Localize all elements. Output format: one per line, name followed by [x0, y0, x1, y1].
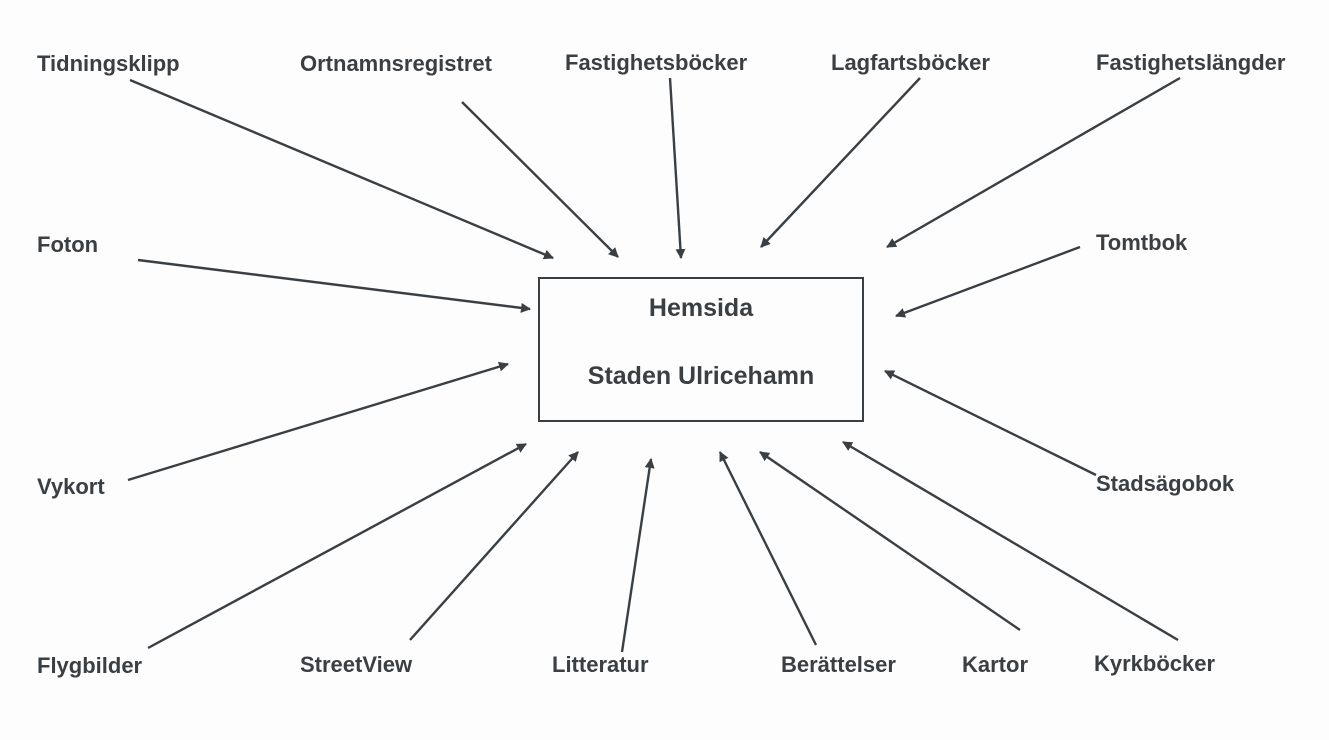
- arrow-litteratur: [620, 458, 655, 653]
- source-label-litteratur: Litteratur: [552, 652, 649, 677]
- arrow-streetview: [409, 451, 579, 641]
- center-subtitle: Staden Ulricehamn: [587, 362, 815, 390]
- arrow-kyrkbocker: [842, 440, 1179, 642]
- source-label-vykort: Vykort: [37, 474, 105, 499]
- arrow-kartor: [759, 451, 1021, 631]
- source-label-fastighetslangder: Fastighetslängder: [1096, 50, 1286, 75]
- arrow-tidningsklipp: [129, 78, 554, 260]
- source-label-tidningsklipp: Tidningsklipp: [37, 51, 180, 76]
- arrow-ortnamnsregistret: [461, 101, 619, 258]
- source-label-tomtbok: Tomtbok: [1096, 230, 1188, 255]
- arrow-fastighetsbocker: [668, 77, 686, 259]
- center-title: Hemsida: [648, 294, 754, 322]
- source-label-stadsagobok: Stadsägobok: [1096, 471, 1235, 496]
- arrow-fastighetslangder: [886, 76, 1181, 249]
- source-label-kartor: Kartor: [962, 652, 1029, 677]
- source-label-foton: Foton: [37, 232, 99, 257]
- arrow-lagfartsbocker: [760, 77, 921, 248]
- source-label-fastighetsbocker: Fastighetsböcker: [565, 50, 748, 75]
- source-label-berattelser: Berättelser: [781, 652, 896, 677]
- arrow-stadsagobok: [884, 369, 1097, 477]
- arrow-berattelser: [718, 451, 818, 646]
- arrow-foton: [137, 258, 531, 313]
- arrow-vykort: [127, 361, 509, 482]
- source-label-lagfartsbocker: Lagfartsböcker: [831, 50, 990, 75]
- arrow-flygbilder: [147, 442, 527, 650]
- center-box: Hemsida Staden Ulricehamn: [538, 277, 864, 422]
- source-label-ortnamnsregistret: Ortnamnsregistret: [300, 51, 492, 76]
- source-label-kyrkbocker: Kyrkböcker: [1094, 651, 1216, 676]
- source-label-streetview: StreetView: [300, 652, 413, 677]
- arrow-tomtbok: [895, 245, 1081, 318]
- source-label-flygbilder: Flygbilder: [37, 653, 143, 678]
